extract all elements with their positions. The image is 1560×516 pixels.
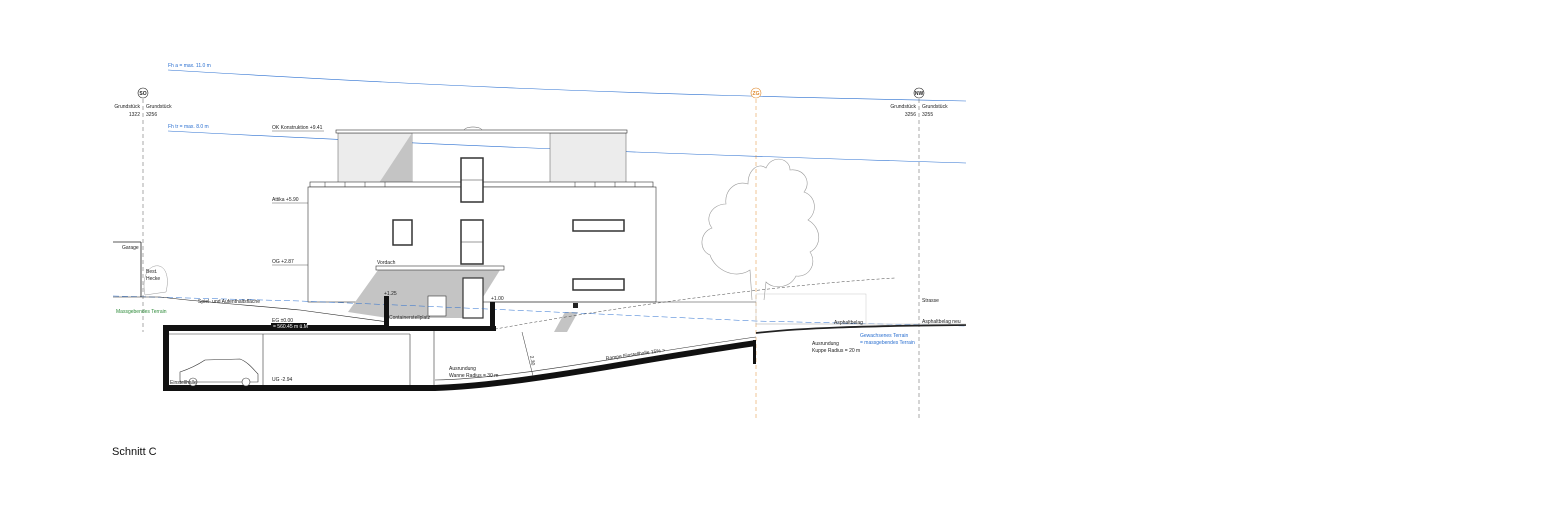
kuppe-label-line2: Kuppe Radius = 20 m (812, 348, 860, 354)
vordach-label: Vordach (377, 260, 396, 266)
window-low-right (572, 278, 625, 291)
level-plus100-label: +1.00 (491, 296, 504, 302)
window-mid-left (392, 219, 413, 246)
marker-nw-label: NW (915, 91, 924, 97)
level-eg-label: EG ±0.00 (272, 318, 293, 324)
grown-terrain-label-line2: = massgebendes Terrain (860, 340, 915, 346)
clear-height-dimension (521, 331, 534, 377)
wanne-label-line2: Wanne Radius = 30 m (449, 373, 498, 379)
rooftop-pavilion-right (549, 132, 627, 187)
ramp-surface (434, 336, 757, 381)
road-surface (755, 324, 967, 334)
terrace-shadow (554, 312, 578, 332)
garage-label: Garage (122, 245, 139, 251)
level-og-label: OG +2.87 (272, 259, 294, 265)
parcel-left-a-number: 1322 (129, 112, 140, 118)
terrain-label: Massgebendes Terrain (116, 309, 167, 315)
container-enclosure (427, 295, 447, 317)
hedge-label-line2: Hecke (146, 276, 160, 282)
parcel-left-b-name: Grundstück (146, 104, 172, 110)
marker-zg: ZG (750, 87, 762, 418)
parcel-right-b-number: 3255 (922, 112, 933, 118)
window-top-center (460, 157, 484, 203)
level-attika-label: Attika +5.90 (272, 197, 299, 203)
clear-height-label: 2.30 (528, 355, 536, 366)
kuppe-label-line1: Ausrundung (812, 341, 839, 347)
window-mid-center (460, 219, 484, 265)
asphalt-new-label: Asphaltbelag neu (922, 319, 961, 325)
asphalt-label: Asphaltbelag (834, 320, 863, 326)
railing-posts (324, 182, 636, 187)
parcel-left-a-name: Grundstück (114, 104, 140, 110)
level-ug-label: UG -2.94 (272, 377, 293, 383)
roof-slab (335, 129, 628, 134)
hedge-outline (143, 265, 168, 296)
parcel-left-b-number: 3256 (146, 112, 157, 118)
height-limit-line-fh-tr (167, 130, 967, 164)
tree-outline (701, 158, 820, 301)
play-area-label: Spiel- und Aufenthaltsfläche (198, 299, 260, 305)
street-label: Strasse (922, 298, 939, 304)
einstellhalle-label: Einstellhalle (170, 380, 197, 386)
level-ok-label: OK Konstruktion +9.41 (272, 125, 323, 131)
container-label: Containerstellplatz (389, 315, 431, 321)
height-limit-fh-a-label: Fh a = max. 11.0 m (168, 63, 211, 69)
height-limit-line-fh-a (167, 69, 967, 102)
parcel-right-b-name: Grundstück (922, 104, 948, 110)
car-icon (179, 358, 259, 387)
upper-terrain-dashed (489, 277, 896, 331)
parcel-right-a-number: 3256 (905, 112, 916, 118)
hedge-label-line1: Best. (146, 269, 157, 275)
level-eg-absolute-label: = 560.45 m ü.M (273, 324, 308, 330)
height-limit-fh-tr-label: Fh tr = max. 8.0 m (168, 124, 209, 130)
parcel-right-a-name: Grundstück (890, 104, 916, 110)
entrance-door (462, 277, 484, 319)
marker-so: SO (137, 87, 149, 332)
terrain-slope (113, 296, 389, 323)
vordach-canopy (375, 265, 505, 271)
wanne-label-line1: Ausrundung (449, 366, 476, 372)
marker-zg-label: ZG (753, 91, 760, 97)
section-title: Schnitt C (112, 446, 157, 458)
level-plus125-label: +1.25 (384, 291, 397, 297)
marker-so-label: SO (139, 91, 146, 97)
roof-dome (463, 126, 483, 131)
window-mid-right (572, 219, 625, 232)
marker-nw: NW (913, 87, 925, 418)
existing-terrain-left (112, 295, 967, 327)
container-marker (573, 303, 578, 308)
grown-terrain-label-line1: Gewachsenes Terrain (860, 333, 908, 339)
rooftop-shadow (377, 133, 412, 186)
